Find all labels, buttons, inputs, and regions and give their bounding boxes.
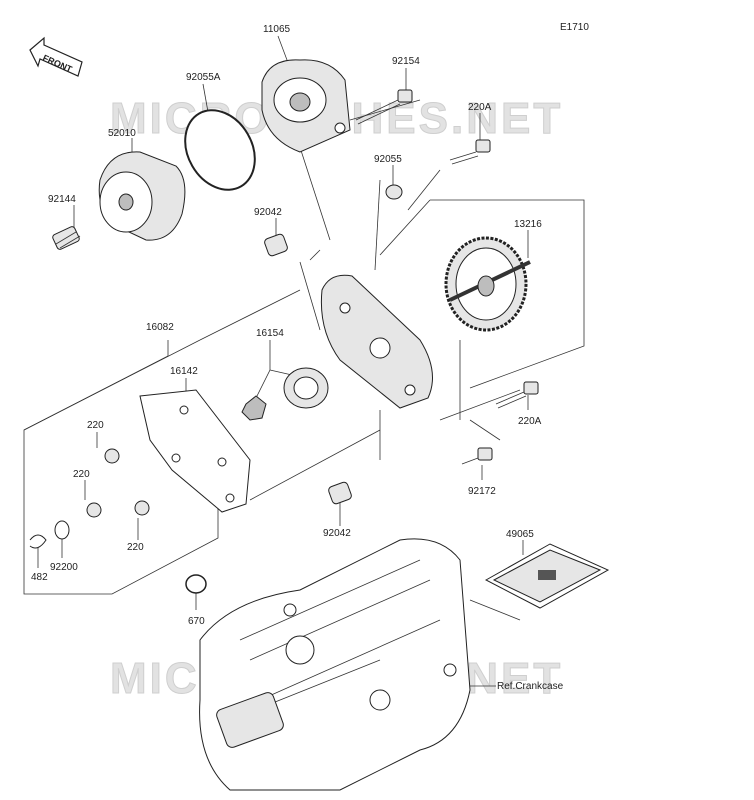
crankcase (199, 538, 471, 791)
pump-cover-11065 (261, 59, 351, 153)
circlip-482 (29, 534, 47, 549)
front-arrow-icon: FRONT (29, 36, 83, 77)
bolt-220a-bottom (495, 381, 539, 409)
label-220-a: 220 (87, 420, 104, 431)
label-482: 482 (31, 572, 48, 583)
label-92154: 92154 (392, 56, 420, 67)
label-92055a: 92055A (186, 72, 221, 83)
part-labels: 11065 92154 92055A 220A 52010 92055 9214… (31, 24, 564, 692)
bolt-92172 (461, 447, 493, 465)
diagram-code: E1710 (560, 22, 589, 33)
plate-16142 (139, 389, 251, 513)
label-220-b: 220 (73, 469, 90, 480)
gasket-49065 (484, 543, 610, 609)
label-92200: 92200 (50, 562, 78, 573)
rotor-set-16154 (241, 367, 329, 421)
label-16154: 16154 (256, 328, 284, 339)
label-16142: 16142 (170, 366, 198, 377)
gear-shaft-13216 (444, 236, 531, 332)
screws-220 (86, 448, 150, 518)
label-92042-top: 92042 (254, 207, 282, 218)
label-92042-bottom: 92042 (323, 528, 351, 539)
label-13216: 13216 (514, 219, 542, 230)
label-92172: 92172 (468, 486, 496, 497)
oil-filter-52010 (98, 151, 186, 241)
washer-92200 (54, 520, 70, 540)
o-ring-92055a (184, 109, 256, 191)
ref-crankcase-label: Ref.Crankcase (497, 681, 564, 692)
label-92055: 92055 (374, 154, 402, 165)
label-670: 670 (188, 616, 205, 627)
label-11065: 11065 (263, 24, 291, 35)
bolt-220a-top (449, 139, 491, 165)
o-ring-670 (185, 574, 207, 594)
label-92144: 92144 (48, 194, 76, 205)
bolt-92154 (355, 89, 413, 125)
dowel-92042-top (264, 233, 288, 257)
pump-body (320, 274, 433, 409)
leader-lines (23, 35, 585, 687)
label-220-c: 220 (127, 542, 144, 553)
dowel-92042-bottom (328, 481, 352, 505)
label-49065: 49065 (506, 529, 534, 540)
label-220a-bottom: 220A (518, 416, 542, 427)
label-220a-top: 220A (468, 102, 492, 113)
label-52010: 52010 (108, 128, 136, 139)
label-16082: 16082 (146, 322, 174, 333)
washer-92055 (385, 184, 403, 200)
spring-92144 (52, 226, 81, 250)
